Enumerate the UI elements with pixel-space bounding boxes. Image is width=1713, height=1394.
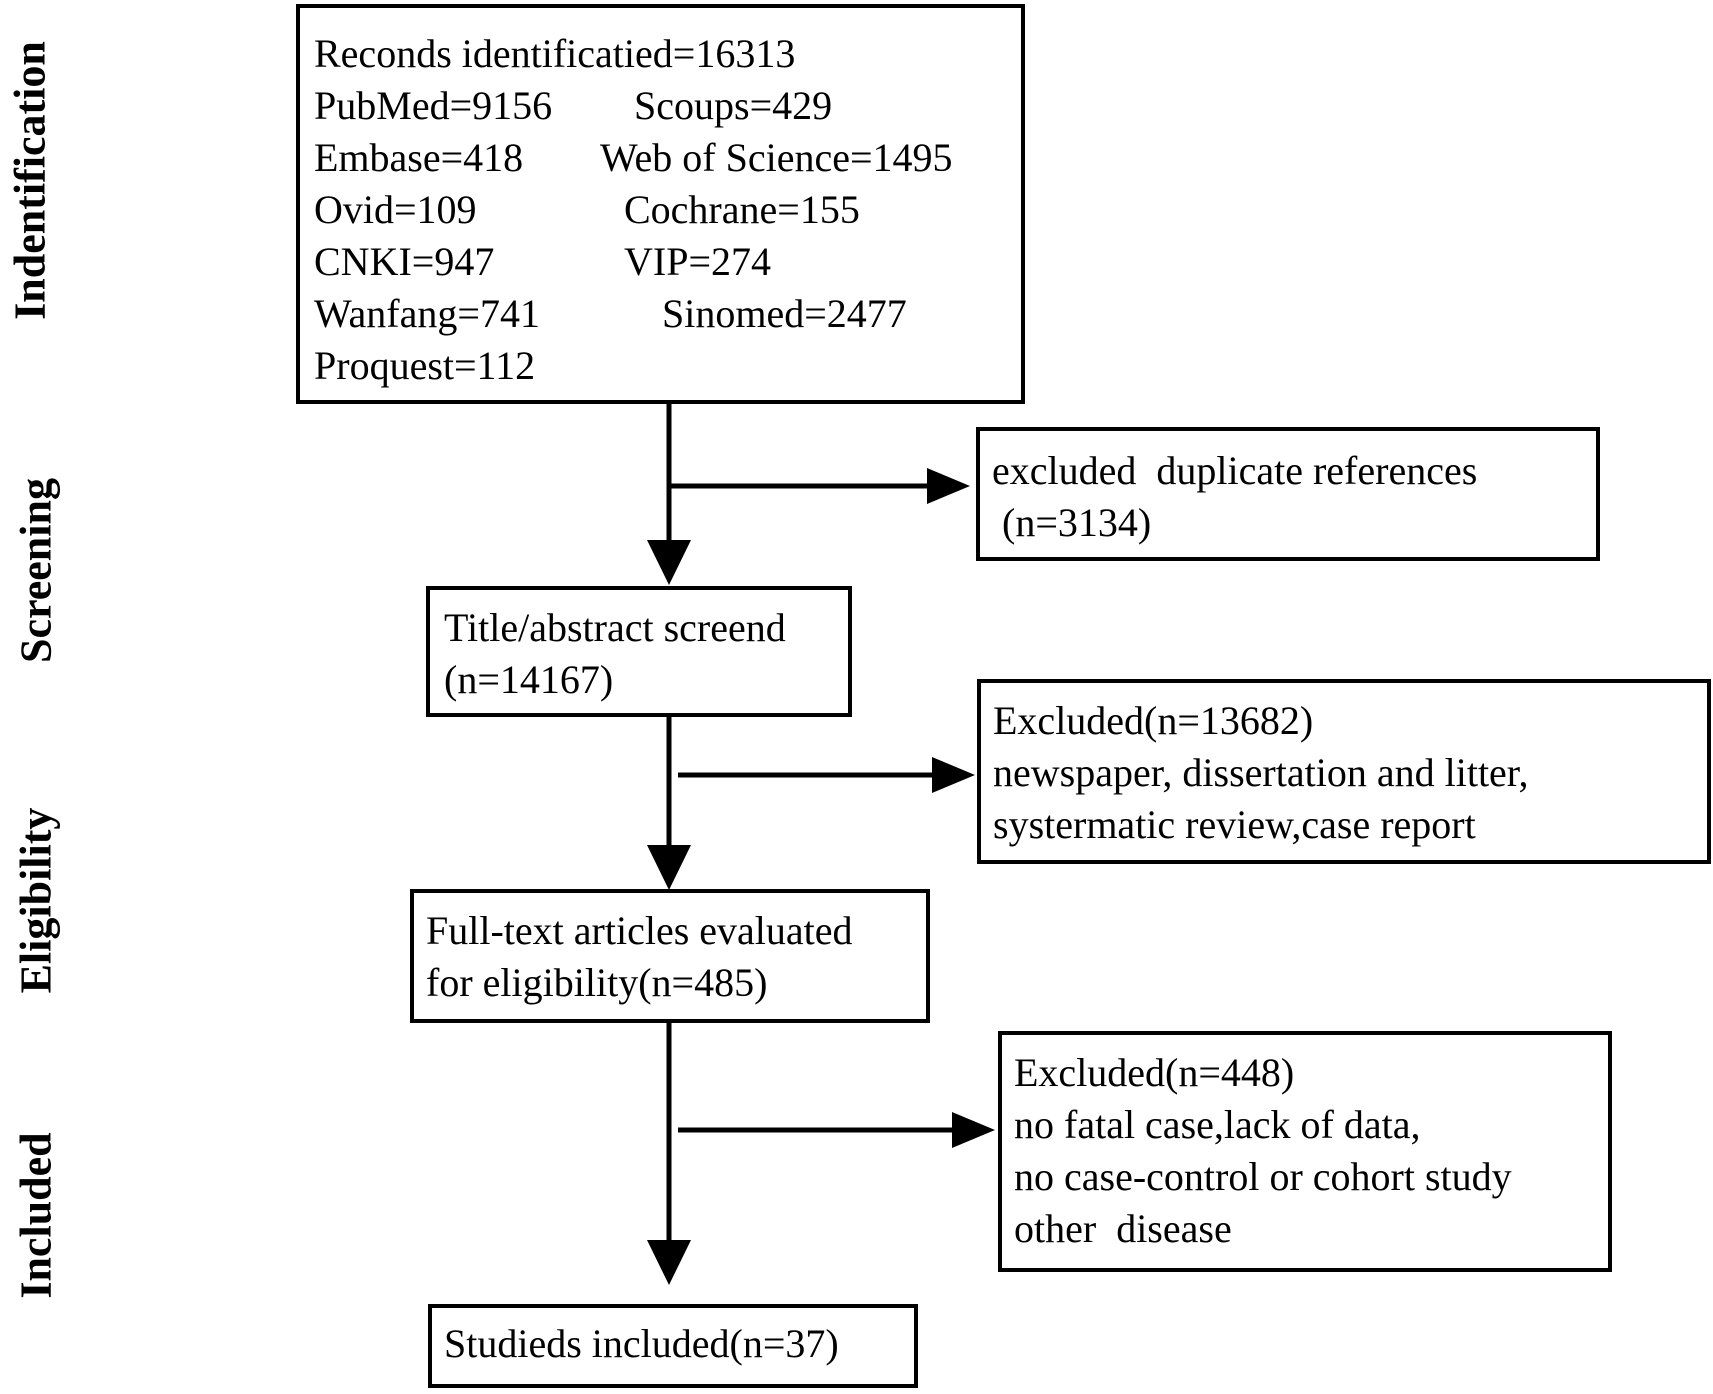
screened-line-1: Title/abstract screend	[444, 605, 786, 650]
arrowhead-down-2	[647, 845, 691, 890]
excluded-fulltext-line-2: no fatal case,lack of data,	[1014, 1102, 1421, 1147]
excluded-screening-box: Excluded(n=13682) newspaper, dissertatio…	[977, 679, 1711, 864]
database-count-left: PubMed=9156	[314, 83, 553, 128]
database-row: Embase=418 Web of Science=1495	[314, 132, 1021, 184]
database-row: Ovid=109 Cochrane=155	[314, 184, 1021, 236]
excluded-fulltext-line-1: Excluded(n=448)	[1014, 1050, 1295, 1095]
database-count-left: CNKI=947	[314, 239, 495, 284]
arrowhead-down-1	[647, 540, 691, 585]
database-row: Proquest=112	[314, 340, 1021, 392]
database-row: CNKI=947 VIP=274	[314, 236, 1021, 288]
arrowhead-down-3	[647, 1240, 691, 1285]
excluded-fulltext-line-4: other disease	[1014, 1206, 1232, 1251]
database-row: Wanfang=741 Sinomed=2477	[314, 288, 1021, 340]
arrowhead-right-1	[927, 468, 970, 504]
records-identified-box: Reconds identificatied=16313 PubMed=9156…	[296, 4, 1025, 404]
excluded-screening-line-2: newspaper, dissertation and litter,	[993, 750, 1529, 795]
database-count-right: Web of Science=1495	[600, 135, 953, 180]
fulltext-line-2: for eligibility(n=485)	[426, 960, 768, 1005]
screened-box: Title/abstract screend (n=14167)	[426, 586, 852, 717]
included-box: Studieds included(n=37)	[428, 1304, 918, 1388]
excluded-screening-line-1: Excluded(n=13682)	[993, 698, 1314, 743]
duplicates-excluded-box: excluded duplicate references (n=3134)	[976, 427, 1600, 561]
excluded-fulltext-box: Excluded(n=448) no fatal case,lack of da…	[998, 1031, 1612, 1272]
database-count-right: Sinomed=2477	[662, 291, 907, 336]
records-title: Reconds identificatied=16313	[314, 31, 796, 76]
included-line-1: Studieds included(n=37)	[444, 1321, 839, 1366]
duplicates-line-1: excluded duplicate references	[992, 448, 1478, 493]
excluded-fulltext-line-3: no case-control or cohort study	[1014, 1154, 1512, 1199]
database-count-left: Proquest=112	[314, 343, 536, 388]
database-count-right: VIP=274	[624, 239, 772, 284]
database-count-left: Ovid=109	[314, 187, 477, 232]
database-count-right: Scoups=429	[634, 83, 833, 128]
duplicates-line-2: (n=3134)	[992, 500, 1152, 545]
arrowhead-right-3	[952, 1112, 995, 1148]
fulltext-box: Full-text articles evaluated for eligibi…	[410, 889, 930, 1023]
excluded-screening-line-3: systermatic review,case report	[993, 802, 1476, 847]
screened-line-2: (n=14167)	[444, 657, 614, 702]
database-count-left: Embase=418	[314, 135, 524, 180]
arrowhead-right-2	[932, 757, 975, 793]
fulltext-line-1: Full-text articles evaluated	[426, 908, 853, 953]
database-count-right: Cochrane=155	[624, 187, 860, 232]
database-row: PubMed=9156 Scoups=429	[314, 80, 1021, 132]
database-count-left: Wanfang=741	[314, 291, 540, 336]
